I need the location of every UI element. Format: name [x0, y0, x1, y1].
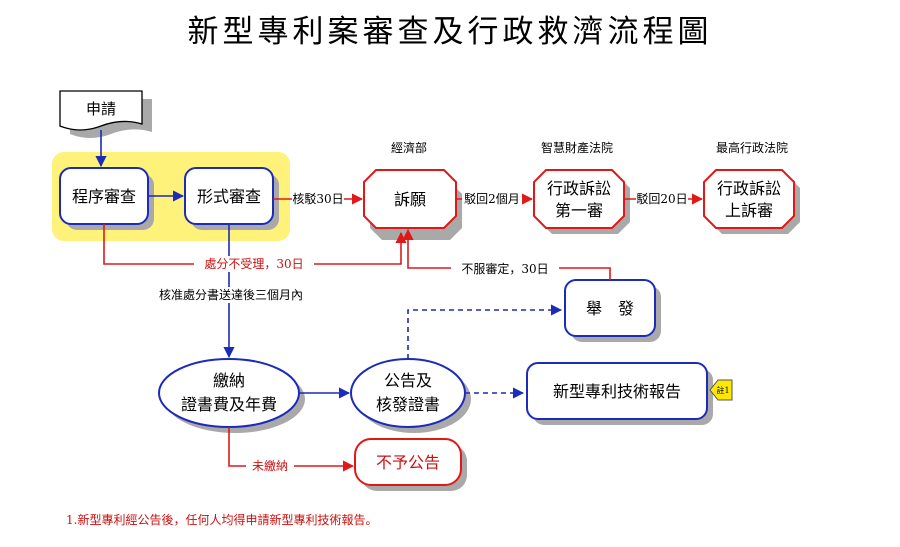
admin-first-label-2: 第一審	[555, 201, 603, 220]
appeal-node: 訴願	[363, 169, 462, 240]
pay-fee-label-2: 證書費及年費	[181, 395, 277, 414]
label-dissatisfied-30: 不服審定，30日	[461, 261, 548, 276]
formal-review-node: 形式審查	[184, 167, 279, 230]
apply-label: 申請	[86, 100, 116, 118]
procedural-review-node: 程序審查	[59, 167, 154, 230]
label-reject-30: 核駁30日	[292, 192, 343, 206]
no-publish-label: 不予公告	[376, 453, 440, 472]
admin-appeal-label-2: 上訴審	[725, 201, 773, 220]
label-not-accepted-30: 處分不受理，30日	[204, 257, 303, 271]
no-publish-node: 不予公告	[354, 438, 467, 491]
tech-report-node: 新型專利技術報告	[526, 362, 713, 425]
agency-supreme-admin: 最高行政法院	[716, 140, 788, 155]
tech-report-label: 新型專利技術報告	[553, 382, 681, 401]
publish-label-1: 公告及	[384, 371, 432, 390]
appeal-label: 訴願	[394, 190, 426, 209]
pay-fee-node: 繳納 證書費及年費	[158, 358, 305, 433]
admin-appeal-node: 行政訴訟 上訴審	[703, 169, 800, 234]
pay-fee-label-1: 繳納	[213, 371, 245, 390]
agency-moea: 經濟部	[391, 140, 427, 155]
note-flag: 註1	[709, 379, 733, 401]
report-tip-label: 舉 發	[586, 299, 634, 318]
label-unpaid: 未繳納	[252, 458, 288, 473]
publish-node: 公告及 核發證書	[350, 358, 471, 433]
edge-labels: 核駁30日 駁回2個月 駁回20日 處分不受理，30日 不服審定，30日 核准處…	[142, 191, 688, 474]
label-within-3m: 核准處分書送達後三個月內	[159, 287, 303, 302]
footnote: 1.新型專利經公告後，任何人均得申請新型專利技術報告。	[66, 512, 377, 527]
admin-first-label-1: 行政訴訟	[547, 179, 611, 198]
admin-appeal-label-1: 行政訴訟	[717, 179, 781, 198]
page-title: 新型專利案審查及行政救濟流程圖	[188, 14, 713, 50]
agency-ip-court: 智慧財產法院	[541, 140, 613, 155]
formal-review-label: 形式審查	[197, 187, 261, 206]
apply-document-node: 申請	[59, 90, 152, 138]
label-dismiss-20: 駁回20日	[636, 192, 687, 206]
admin-first-instance-node: 行政訴訟 第一審	[533, 169, 630, 234]
edge-publish-to-tip	[407, 304, 563, 359]
report-tip-node: 舉 發	[564, 279, 661, 342]
procedural-review-label: 程序審查	[72, 187, 136, 206]
edge-payfee-unpaid	[228, 427, 355, 472]
label-dismiss-2m: 駁回2個月	[464, 192, 520, 206]
publish-label-2: 核發證書	[376, 395, 440, 414]
note-flag-label: 註1	[716, 385, 729, 395]
